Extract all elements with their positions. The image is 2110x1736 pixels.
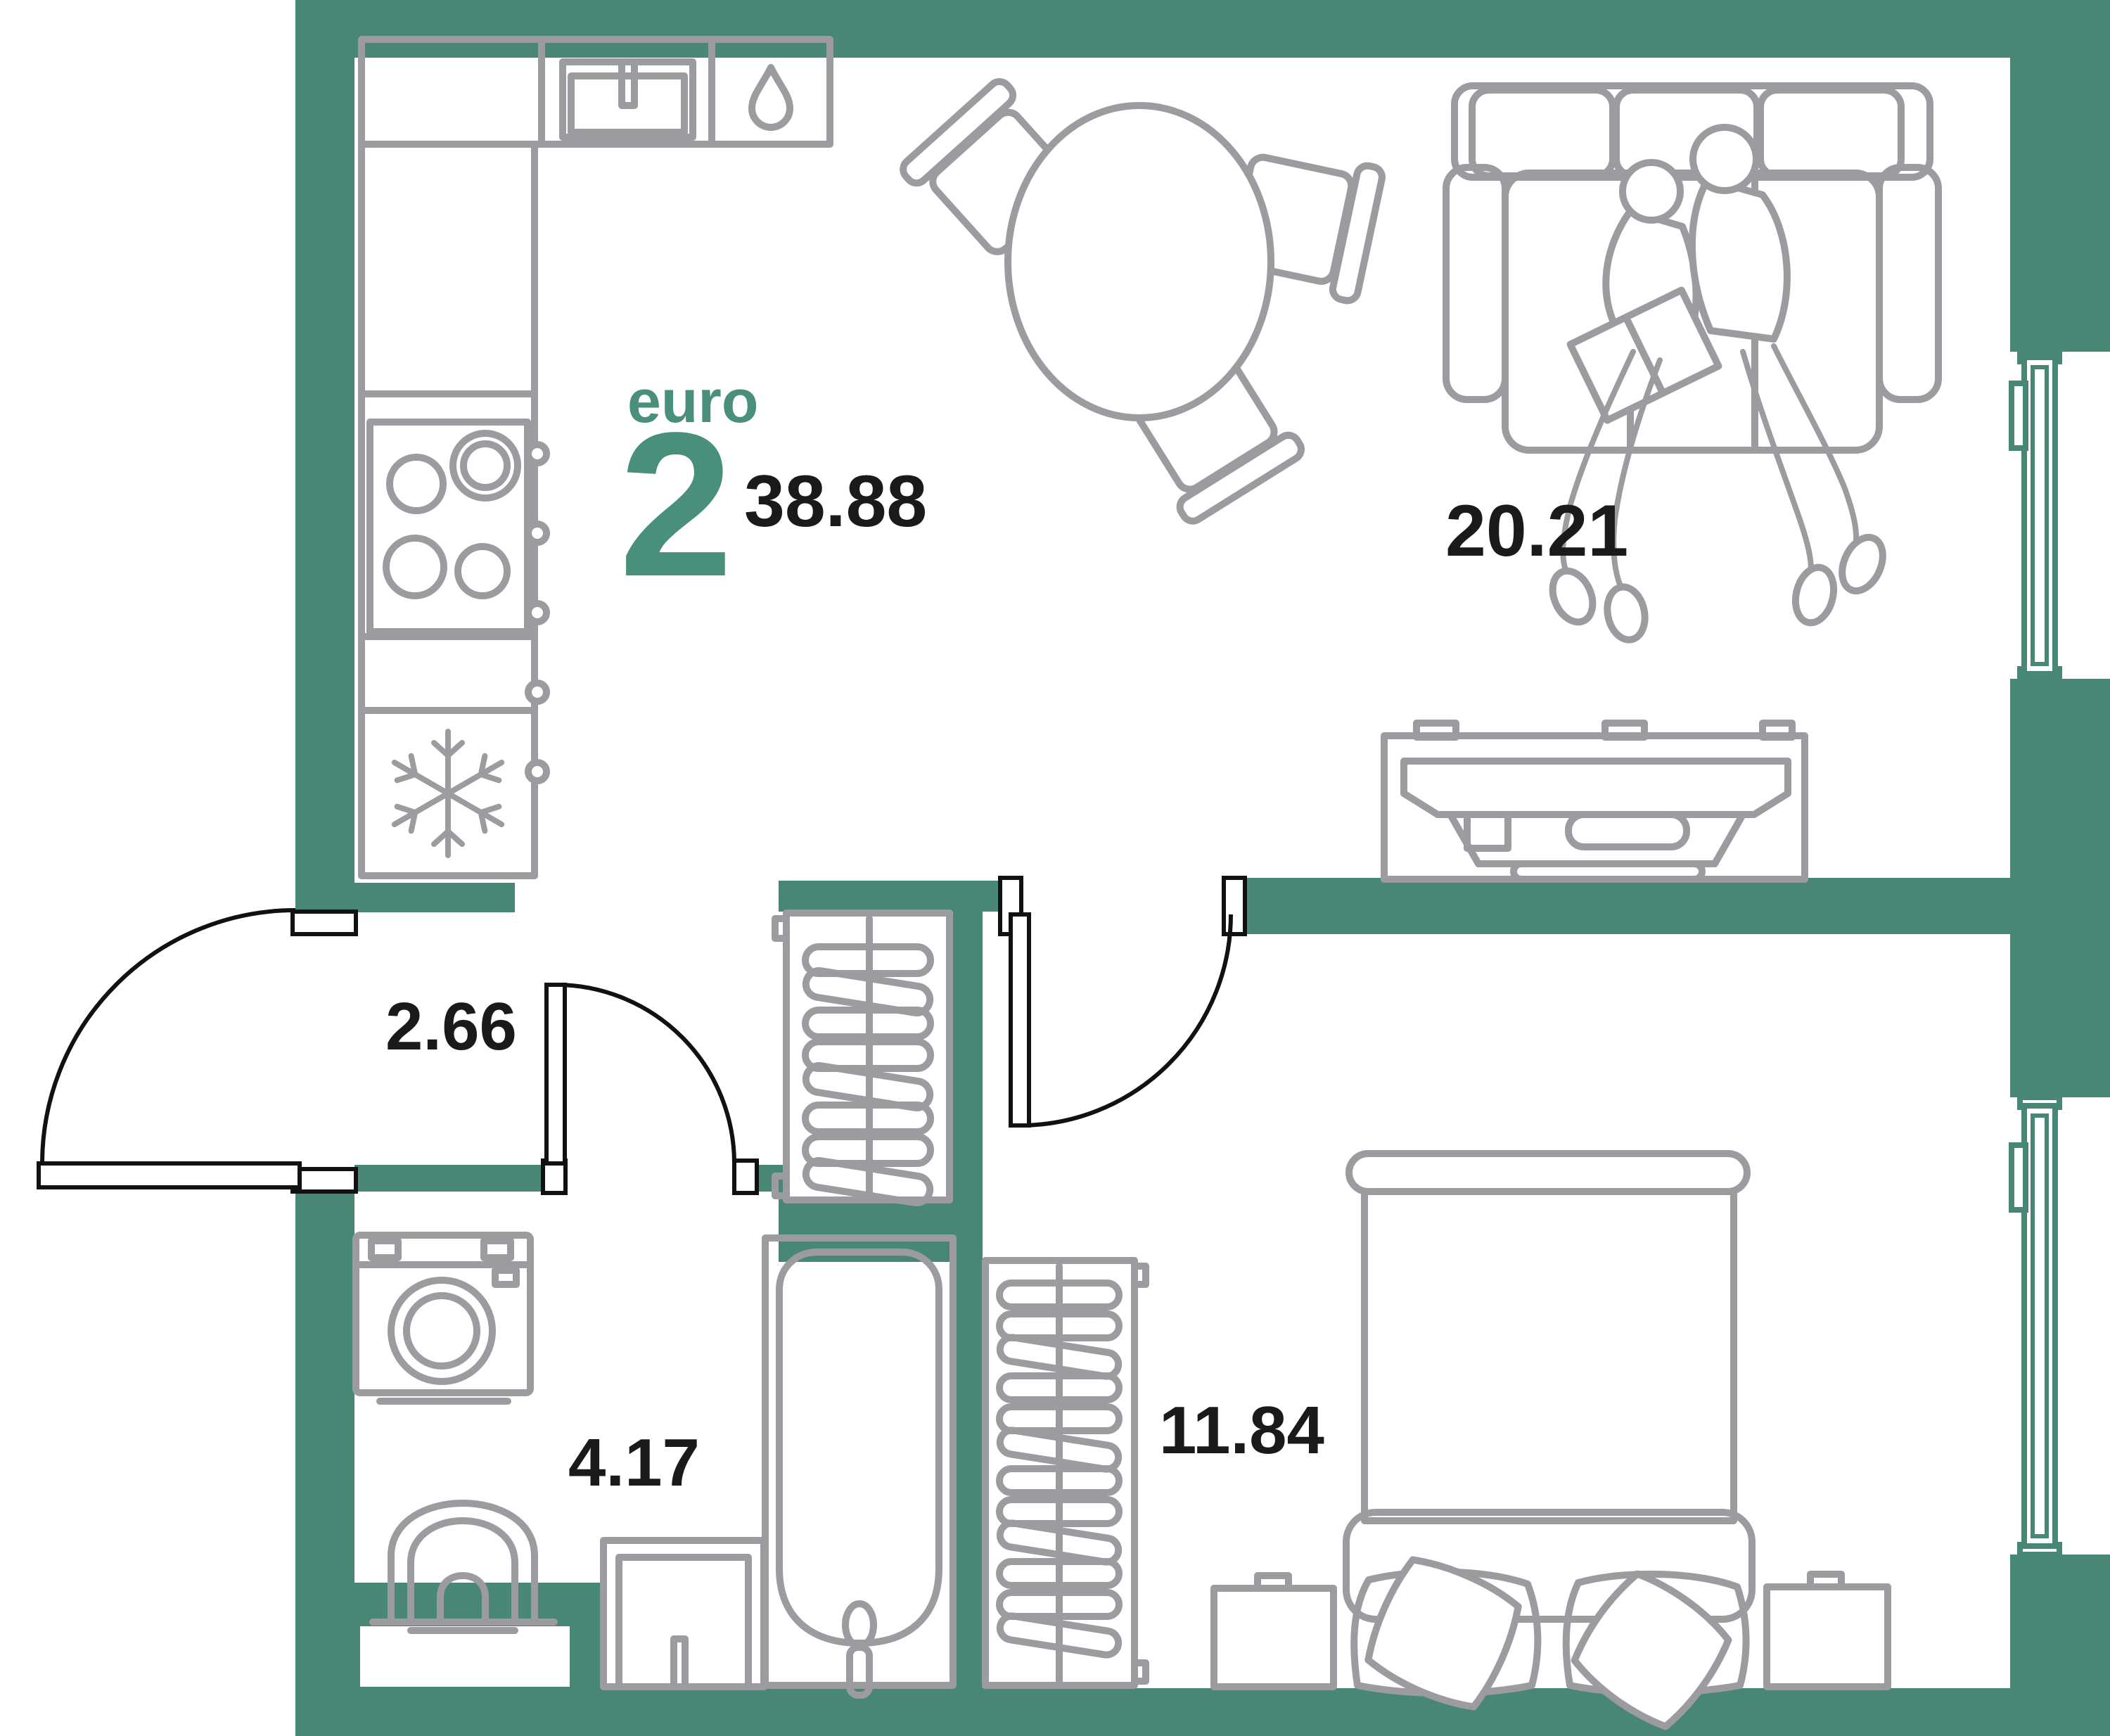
- dining-table: [900, 78, 1386, 525]
- wall-left-lower: [295, 1192, 354, 1736]
- bedroom-door: [998, 876, 1247, 1128]
- snowflake-arm: [391, 791, 451, 834]
- snowflake-arm: [391, 753, 451, 796]
- foot: [1549, 567, 1597, 626]
- wall-bath-bedroom: [953, 912, 983, 1688]
- hanger-icon: [996, 1558, 1123, 1589]
- bathroom-sink: [600, 1537, 767, 1690]
- snowflake-arm: [431, 729, 465, 796]
- stove: [366, 419, 531, 635]
- hanger-icon: [802, 1038, 934, 1072]
- hanger-icon: [996, 1279, 1123, 1310]
- snowflake-arm: [431, 791, 465, 858]
- hanger-icon: [996, 1334, 1123, 1380]
- washer-drum: [388, 1277, 496, 1385]
- book-icon: [1566, 286, 1722, 424]
- wall-top: [295, 0, 2110, 58]
- wall-left-upper: [295, 0, 354, 914]
- wall-bottom: [295, 1688, 2110, 1736]
- hanger-icon: [996, 1403, 1123, 1434]
- wardrobe-bedroom: [982, 1257, 1149, 1689]
- toilet: [369, 1500, 558, 1634]
- snowflake-icon: [391, 729, 505, 858]
- hanger-icon: [802, 1007, 934, 1040]
- door-leaf: [37, 1161, 302, 1189]
- tv-screen: [1400, 758, 1791, 818]
- unit-info: euro 2 38.88: [619, 368, 927, 619]
- hanger-icon: [996, 1310, 1123, 1341]
- bathtub: [762, 1234, 957, 1699]
- people-reading-figure: [1549, 124, 1886, 644]
- wall-niche-top: [779, 881, 1000, 912]
- foot: [1791, 563, 1838, 627]
- unit-rooms-number: 2: [619, 390, 733, 619]
- total-area-label: 38.88: [744, 461, 927, 542]
- washing-machine: [352, 1232, 534, 1405]
- wall-right-middle: [2010, 679, 2110, 1097]
- bed: [1343, 1150, 1756, 1730]
- entrance-door: [37, 908, 358, 1194]
- wall-living-bedroom: [1245, 878, 2010, 934]
- window-handle-icon: [2009, 1142, 2028, 1213]
- cushion: [1571, 1570, 1732, 1730]
- unit-type-label: euro: [627, 368, 758, 435]
- person-head: [1689, 124, 1760, 194]
- wardrobe-hall: [772, 910, 953, 1206]
- cushion: [1364, 1556, 1522, 1711]
- hanger-icon: [996, 1427, 1123, 1473]
- hanger-icon: [996, 1372, 1123, 1403]
- hanger-icon: [996, 1465, 1123, 1496]
- tv-console: [1381, 720, 1808, 883]
- hanger-icon: [996, 1612, 1123, 1659]
- hanger-icon: [802, 1062, 934, 1111]
- snowflake-arm: [445, 791, 505, 834]
- nightstand-left: [1210, 1572, 1337, 1690]
- bathroom-door: [541, 983, 759, 1195]
- room-area-hallway: 2.66: [385, 989, 517, 1064]
- hanger-icon: [996, 1519, 1123, 1566]
- hanger-icon: [996, 1589, 1123, 1620]
- wall-hall-bath-left: [354, 1165, 543, 1192]
- wall-right-upper: [2010, 58, 2110, 352]
- hanger-icon: [802, 1102, 934, 1135]
- room-area-bedroom: 11.84: [1159, 1393, 1324, 1468]
- kitchen-counter: [358, 36, 833, 879]
- snowflake-arm: [445, 753, 505, 796]
- room-area-living: 20.21: [1445, 490, 1628, 572]
- kitchen-sink: [559, 58, 696, 141]
- window-bedroom: [2009, 1094, 2062, 1557]
- window-handle-icon: [2009, 381, 2028, 451]
- hanger-icon: [802, 1133, 934, 1167]
- hanger-icon: [996, 1496, 1123, 1527]
- plumbing-niche: [360, 1626, 570, 1687]
- counter-handles: [525, 441, 550, 784]
- window-living: [2009, 349, 2062, 682]
- walls: [295, 0, 2110, 1736]
- person-head: [1619, 159, 1684, 224]
- wall-kitchen-hall-stub: [295, 883, 515, 912]
- door-leaf: [1009, 912, 1031, 1128]
- door-leaf: [544, 983, 567, 1166]
- nightstand-right: [1763, 1571, 1891, 1690]
- room-area-bathroom: 4.17: [568, 1425, 700, 1500]
- foot: [1839, 533, 1886, 595]
- water-drop-icon: [748, 64, 793, 131]
- hanger-icon: [802, 1157, 934, 1206]
- hanger-icon: [802, 967, 934, 1016]
- foot: [1604, 583, 1649, 644]
- sofa: [1443, 82, 1942, 454]
- hanger-icon: [802, 943, 934, 977]
